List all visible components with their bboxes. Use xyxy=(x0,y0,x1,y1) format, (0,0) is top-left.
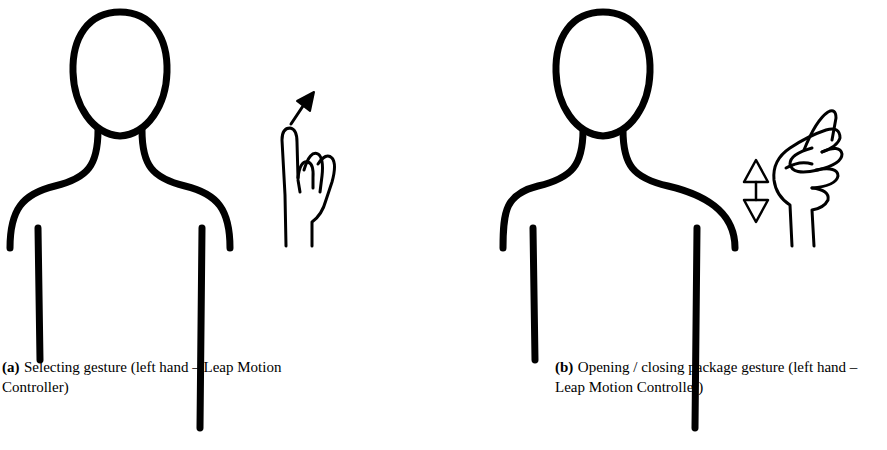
caption-tag: (a) xyxy=(2,359,20,375)
up-down-arrow xyxy=(744,160,768,222)
caption-text: Opening / closing package gesture (left … xyxy=(555,359,857,395)
caption-tag: (b) xyxy=(555,359,573,375)
direction-arrow xyxy=(291,92,314,124)
pinching-hand xyxy=(774,111,842,246)
caption-text: Selecting gesture (left hand – Leap Moti… xyxy=(2,359,281,395)
figure-caption: (b)Opening / closing package gesture (le… xyxy=(555,358,881,397)
pointing-hand xyxy=(282,128,335,246)
figure-caption: (a)Selecting gesture (left hand – Leap M… xyxy=(2,358,312,397)
